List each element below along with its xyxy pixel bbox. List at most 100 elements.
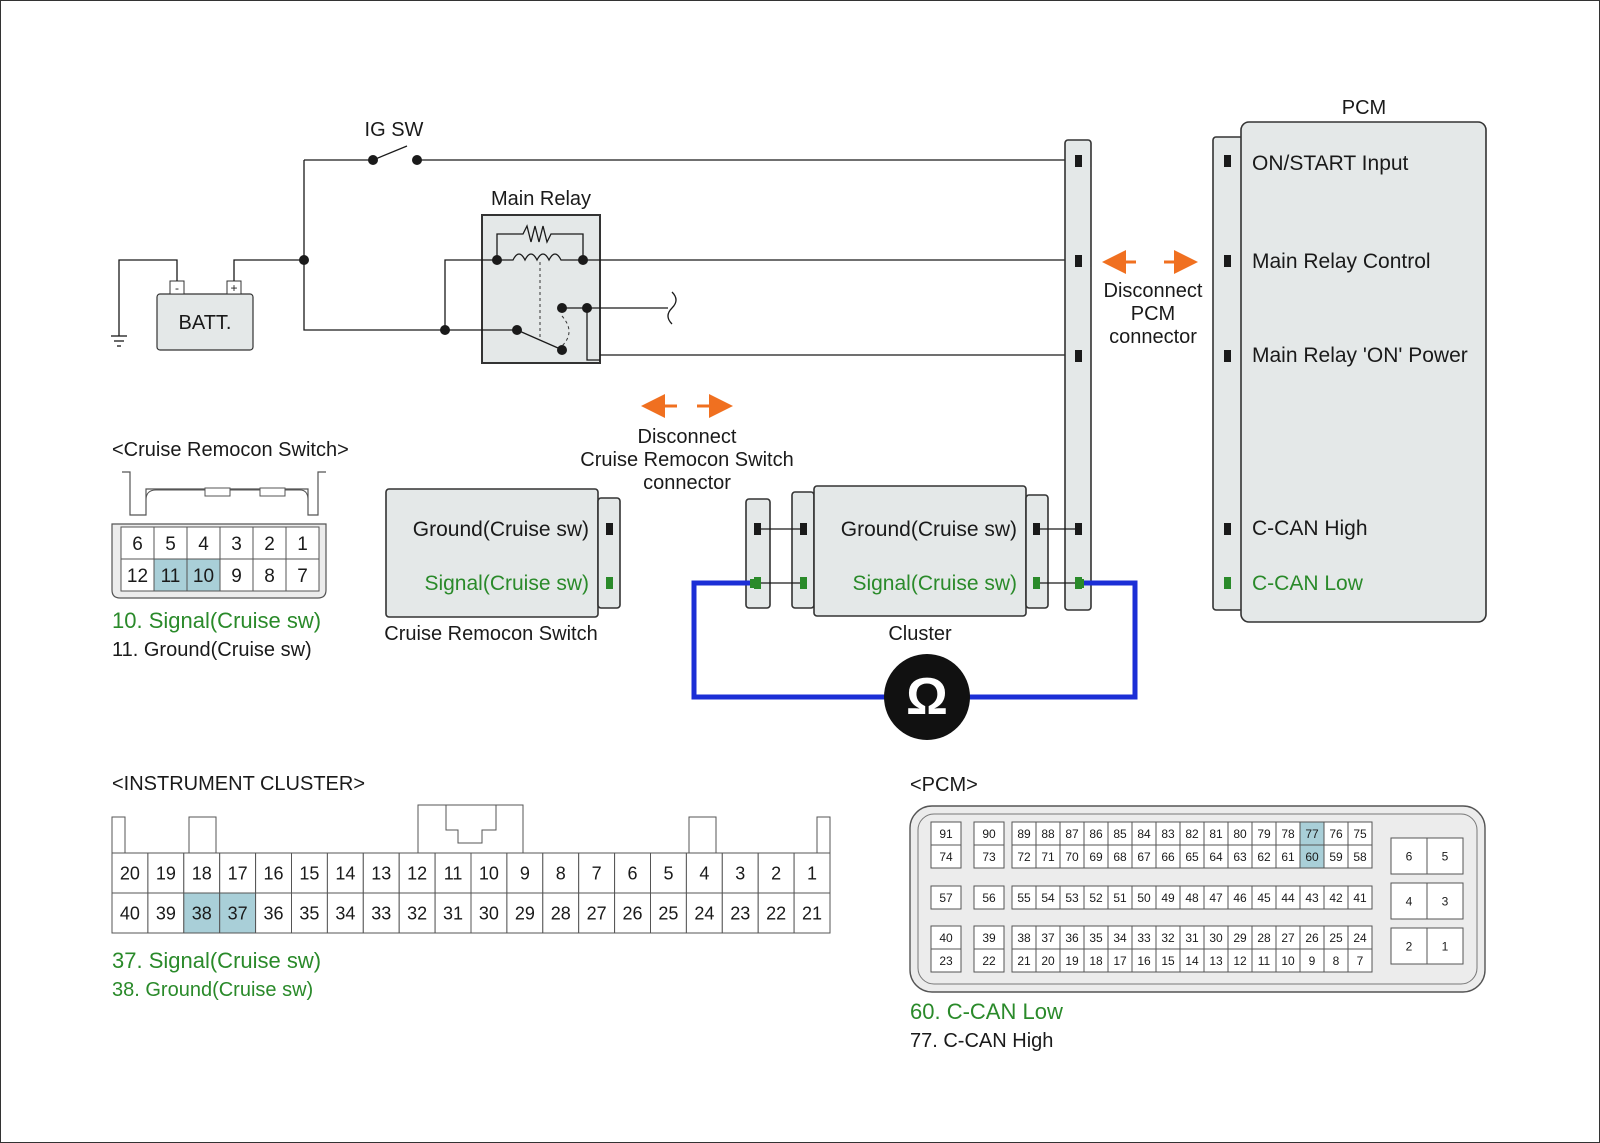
disconnect-pcm-line1: Disconnect bbox=[1104, 280, 1203, 302]
pcm-legend-c-can-high: 77. C-CAN High bbox=[910, 1030, 1053, 1052]
svg-text:10: 10 bbox=[479, 863, 499, 883]
cluster-pin-4: 4 bbox=[685, 852, 723, 894]
pcm-pin-80: 80 bbox=[1227, 821, 1253, 846]
cluster-connector-title: <INSTRUMENT CLUSTER> bbox=[112, 773, 365, 795]
pcm-title: PCM bbox=[1342, 97, 1386, 119]
svg-text:34: 34 bbox=[335, 903, 355, 923]
pcm-pin-12: 12 bbox=[1227, 948, 1253, 973]
cluster-pin-5: 5 bbox=[650, 852, 687, 894]
pcm-pin-58: 58 bbox=[1347, 844, 1373, 869]
pcm-pin-25: 25 bbox=[1323, 925, 1349, 950]
pcm-pin-8: 8 bbox=[1323, 948, 1349, 973]
svg-text:17: 17 bbox=[1113, 954, 1127, 968]
svg-text:77: 77 bbox=[1305, 827, 1319, 841]
svg-text:18: 18 bbox=[192, 863, 212, 883]
pcm-pin-55: 55 bbox=[1011, 885, 1037, 910]
svg-text:2: 2 bbox=[1406, 939, 1413, 953]
svg-text:35: 35 bbox=[299, 903, 319, 923]
svg-text:90: 90 bbox=[982, 827, 996, 841]
svg-text:69: 69 bbox=[1089, 850, 1103, 864]
svg-text:19: 19 bbox=[156, 863, 176, 883]
svg-text:2: 2 bbox=[771, 863, 781, 883]
svg-text:4: 4 bbox=[1406, 894, 1413, 908]
cluster-pin-26: 26 bbox=[614, 892, 651, 934]
cluster-pin-8: 8 bbox=[542, 852, 580, 894]
svg-text:29: 29 bbox=[515, 903, 535, 923]
pcm-pin-64: 64 bbox=[1203, 844, 1229, 869]
svg-text:4: 4 bbox=[198, 534, 209, 555]
pcm-pin-69: 69 bbox=[1083, 844, 1109, 869]
svg-text:46: 46 bbox=[1233, 891, 1247, 905]
svg-text:20: 20 bbox=[1041, 954, 1055, 968]
svg-text:5: 5 bbox=[663, 863, 673, 883]
cluster-caption: Cluster bbox=[888, 623, 952, 645]
pcm-pin-86: 86 bbox=[1083, 821, 1109, 846]
pcm-pin-2: 2 bbox=[1390, 927, 1428, 965]
cluster-pin-17: 17 bbox=[219, 852, 257, 894]
meter-lead-right bbox=[969, 580, 1138, 700]
svg-text:25: 25 bbox=[658, 903, 678, 923]
cluster-pin-12: 12 bbox=[398, 852, 436, 894]
svg-text:32: 32 bbox=[407, 903, 427, 923]
ohmmeter-symbol: Ω bbox=[906, 668, 948, 726]
cluster-pin-27: 27 bbox=[578, 892, 616, 934]
svg-text:75: 75 bbox=[1353, 827, 1367, 841]
cluster-pin-20: 20 bbox=[111, 852, 149, 894]
svg-text:50: 50 bbox=[1137, 891, 1151, 905]
pcm-pin-52: 52 bbox=[1083, 885, 1109, 910]
pcm-pin-9: 9 bbox=[1299, 948, 1325, 973]
pcm-connector-title: <PCM> bbox=[910, 774, 978, 796]
svg-text:23: 23 bbox=[730, 903, 750, 923]
svg-text:27: 27 bbox=[1281, 931, 1295, 945]
cluster-pin-31: 31 bbox=[434, 892, 472, 934]
svg-text:37: 37 bbox=[228, 903, 248, 923]
svg-text:9: 9 bbox=[520, 863, 530, 883]
pcm-pin-23: 23 bbox=[930, 948, 962, 973]
pcm-pin-5: 5 bbox=[1426, 837, 1464, 875]
svg-text:65: 65 bbox=[1185, 850, 1199, 864]
pcm-pin-37: 37 bbox=[1035, 925, 1061, 950]
pcm-pin-44: 44 bbox=[1275, 885, 1301, 910]
disconnect-pcm-line2: PCM bbox=[1131, 303, 1175, 325]
cruise-switch-ground-label: Ground(Cruise sw) bbox=[413, 518, 589, 541]
svg-text:11: 11 bbox=[1258, 954, 1271, 968]
svg-text:91: 91 bbox=[939, 827, 953, 841]
disconnect-cruise-line2: Cruise Remocon Switch bbox=[580, 449, 793, 471]
cluster-pin-30: 30 bbox=[470, 892, 508, 934]
svg-text:40: 40 bbox=[120, 903, 140, 923]
cruise-pin-2: 2 bbox=[252, 526, 287, 560]
svg-text:13: 13 bbox=[371, 863, 391, 883]
cluster-pin-24: 24 bbox=[685, 892, 723, 934]
svg-text:13: 13 bbox=[1209, 954, 1223, 968]
pcm-pin-1: 1 bbox=[1426, 927, 1464, 965]
cruise-legend-ground: 11. Ground(Cruise sw) bbox=[112, 639, 312, 661]
svg-text:58: 58 bbox=[1353, 850, 1367, 864]
pcm-pin-26: 26 bbox=[1299, 925, 1325, 950]
cluster-pin-1: 1 bbox=[793, 852, 831, 894]
cluster-connector-face bbox=[111, 804, 831, 854]
svg-text:29: 29 bbox=[1233, 931, 1247, 945]
disconnect-cruise-line3: connector bbox=[643, 472, 731, 494]
cluster-pin-6: 6 bbox=[614, 852, 651, 894]
svg-text:22: 22 bbox=[982, 954, 996, 968]
battery-label: BATT. bbox=[179, 312, 232, 334]
cluster-pin-14: 14 bbox=[326, 852, 364, 894]
svg-text:80: 80 bbox=[1233, 827, 1247, 841]
pcm-legend-c-can-low: 60. C-CAN Low bbox=[910, 999, 1063, 1024]
svg-text:30: 30 bbox=[1209, 931, 1223, 945]
svg-text:33: 33 bbox=[1137, 931, 1151, 945]
pcm-pin-33: 33 bbox=[1131, 925, 1157, 950]
pcm-pin-72: 72 bbox=[1011, 844, 1037, 869]
main-relay: Main Relay bbox=[481, 188, 601, 364]
svg-text:81: 81 bbox=[1209, 827, 1223, 841]
cluster-pin-18: 18 bbox=[183, 852, 221, 894]
cluster-pin-37: 37 bbox=[219, 892, 257, 934]
pcm-pin-74: 74 bbox=[930, 844, 962, 869]
pcm-pin-78: 78 bbox=[1275, 821, 1301, 846]
svg-text:10: 10 bbox=[193, 566, 214, 587]
svg-text:24: 24 bbox=[694, 903, 714, 923]
pcm-pin-14: 14 bbox=[1179, 948, 1205, 973]
pcm-pin-main-relay-on-power: Main Relay 'ON' Power bbox=[1252, 344, 1468, 367]
pcm-pin-89: 89 bbox=[1011, 821, 1037, 846]
svg-text:4: 4 bbox=[699, 863, 709, 883]
